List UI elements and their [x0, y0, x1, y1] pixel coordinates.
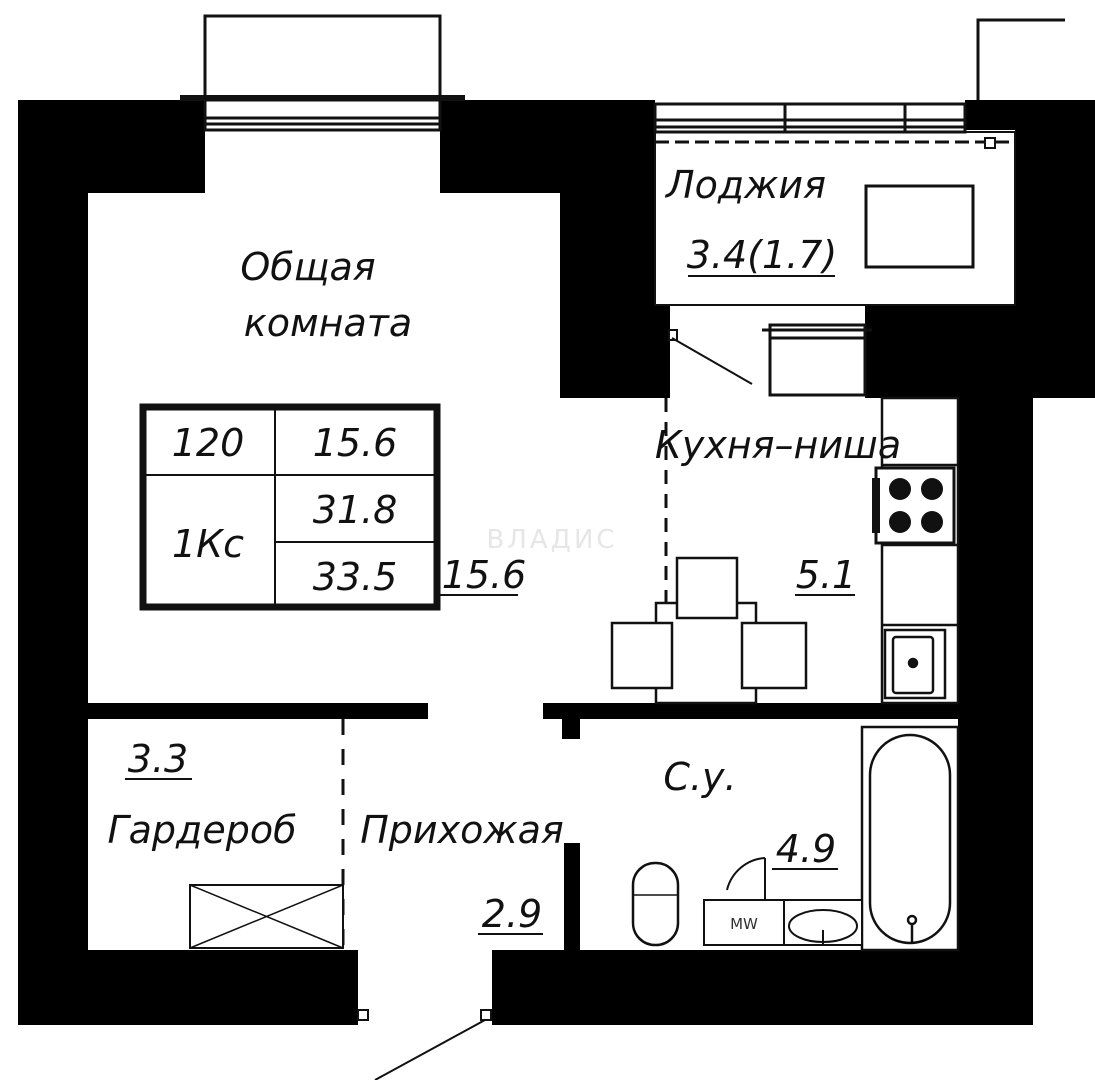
loggia-table [864, 184, 975, 269]
kitchen-name: Кухня–ниша [655, 423, 901, 467]
entrance-marker [357, 1009, 492, 1080]
partition-bath-top [543, 703, 958, 719]
stove-icon [872, 466, 956, 545]
wall-loggia-top [965, 100, 1095, 130]
wall-kitchen-top-right [865, 305, 1015, 398]
loggia-outline [654, 131, 1016, 306]
wardrobe-area: 3.3 [128, 737, 188, 781]
area-with-loggia-value: 33.5 [313, 555, 398, 599]
loggia-marker [984, 137, 996, 149]
wall-top-left [18, 100, 205, 193]
walls [18, 100, 1095, 1025]
hallway-name: Прихожая [360, 808, 564, 852]
watermark-text: ВЛАДИС [486, 525, 617, 555]
wall-bottom-left [18, 950, 358, 1025]
wall-living-loggia [560, 100, 655, 398]
bathroom-name: С.у. [663, 755, 736, 799]
wardrobe-name: Гардероб [107, 808, 296, 852]
toilet-icon [631, 861, 680, 947]
loggia-door [668, 329, 753, 385]
kitchen-window-frame [768, 323, 867, 397]
living-room-name-line2: комната [244, 301, 412, 345]
room-labels: Общая комната 15.6 Лоджия 3.4(1.7) Кухня… [107, 163, 901, 936]
kitchen-area: 5.1 [796, 553, 856, 597]
partition-wardrobe [88, 703, 428, 719]
bathroom-area: 4.9 [776, 827, 836, 871]
washer-icon: MW [703, 899, 785, 946]
wall-loggia-right [1015, 100, 1095, 398]
windows [180, 14, 1065, 397]
living-room-area: 15.6 [442, 553, 527, 597]
sink-icon [883, 628, 947, 700]
living-balcony-outline [203, 14, 442, 100]
wall-right [958, 395, 1033, 1025]
bathtub-icon [860, 725, 960, 952]
bathroom-door [726, 857, 766, 900]
washbasin-icon [783, 899, 863, 946]
apartment-info-table: 120 15.6 1Кс 31.8 33.5 [139, 403, 441, 611]
wall-bottom-right [492, 950, 1033, 1025]
apartment-type: 1Кс [172, 522, 244, 566]
hallway-area: 2.9 [482, 892, 542, 936]
loggia-name: Лоджия [664, 163, 826, 207]
partition-bath-left [564, 843, 580, 950]
living-room-name-line1: Общая [240, 245, 375, 289]
dining-set-icon [610, 556, 808, 705]
loggia-area: 3.4(1.7) [687, 233, 838, 277]
washer-label: MW [730, 915, 758, 933]
wall-left [18, 100, 88, 1025]
wall-loggia-kitchen [655, 305, 670, 398]
living-area-value: 15.6 [313, 421, 398, 465]
wardrobe-cabinet-icon [189, 884, 344, 949]
partition-bath-stub [562, 703, 580, 739]
neighbour-balcony-outline [976, 18, 1065, 100]
total-area-value: 31.8 [313, 488, 398, 532]
apartment-number: 120 [172, 421, 245, 465]
